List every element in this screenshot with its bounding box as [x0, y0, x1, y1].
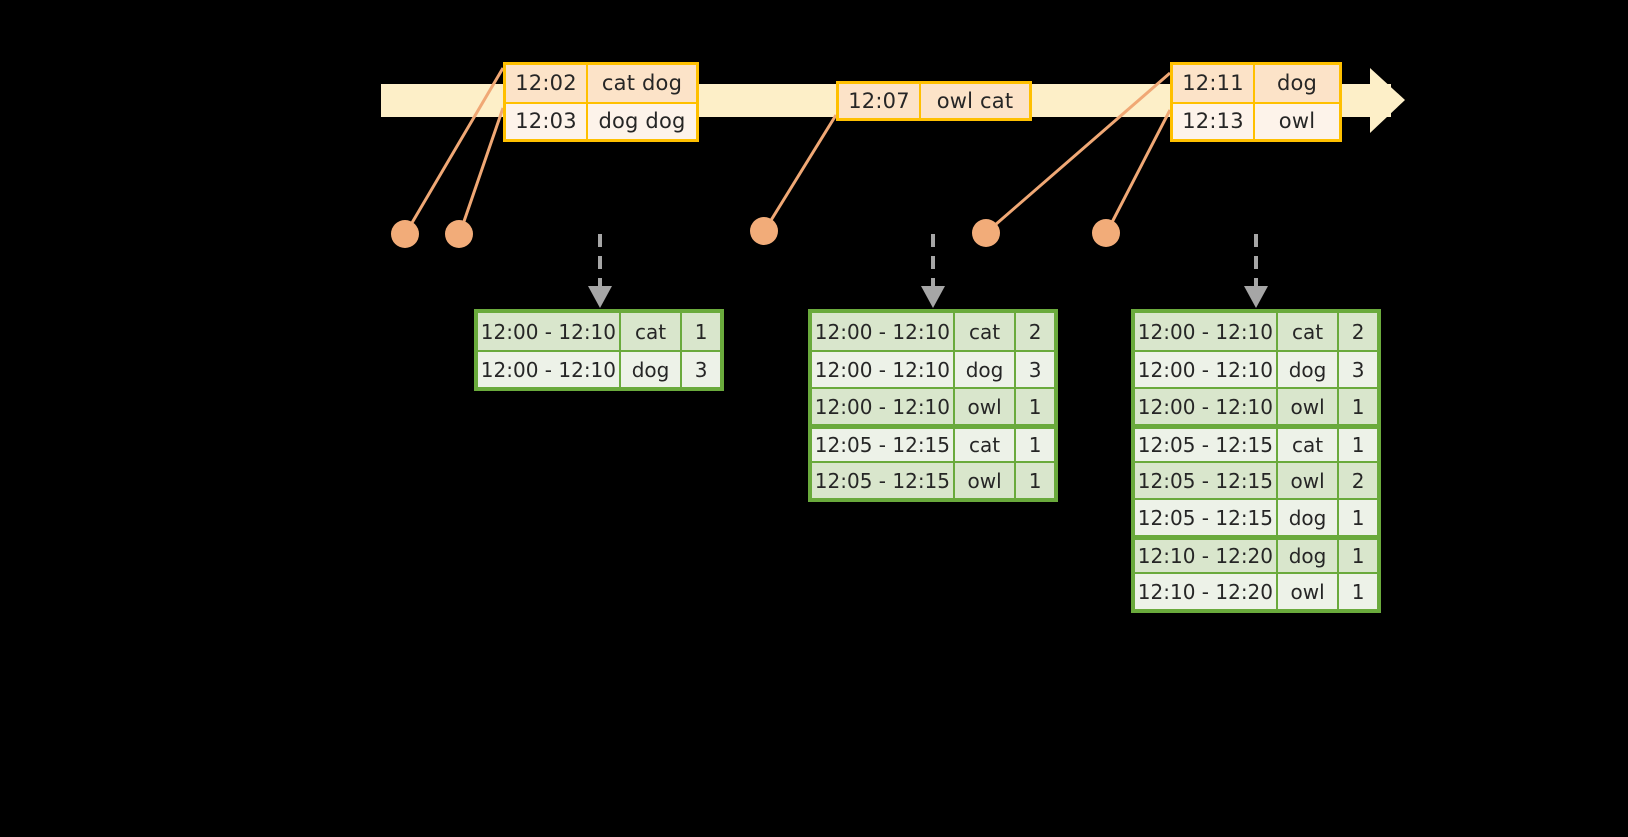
window-range-cell: 12:10 - 12:20 [1135, 574, 1278, 609]
count-cell: 1 [1339, 540, 1377, 572]
connector-dot-5 [1092, 219, 1120, 247]
connector-dot-4 [972, 219, 1000, 247]
event-words: dog dog [588, 103, 696, 139]
word-cell: dog [620, 352, 683, 387]
trigger-arrowheads [588, 286, 1268, 308]
word-cell: owl [954, 389, 1017, 424]
window-range-cell: 12:00 - 12:10 [1135, 352, 1278, 387]
event-time: 12:03 [506, 103, 588, 139]
window-range-cell: 12:00 - 12:10 [812, 313, 955, 350]
count-cell: 2 [1339, 313, 1377, 350]
event-time: 12:02 [506, 65, 588, 102]
count-cell: 2 [1339, 463, 1377, 498]
window-range-cell: 12:05 - 12:15 [1135, 500, 1278, 535]
word-cell: cat [1277, 429, 1340, 461]
count-cell: 1 [1339, 500, 1377, 535]
event-row[interactable]: 12:13 owl [1173, 101, 1339, 139]
event-time: 12:07 [839, 84, 921, 118]
trigger-arrows [598, 234, 1258, 288]
count-cell: 1 [1339, 429, 1377, 461]
word-cell: cat [954, 313, 1017, 350]
count-cell: 1 [1016, 429, 1054, 461]
event-row[interactable]: 12:03 dog dog [506, 101, 696, 139]
word-cell: dog [1277, 352, 1340, 387]
event-row[interactable]: 12:11 dog [1173, 65, 1339, 102]
word-cell: cat [954, 429, 1017, 461]
count-cell: 3 [682, 352, 720, 387]
count-cell: 3 [1339, 352, 1377, 387]
count-cell: 1 [1339, 389, 1377, 424]
window-range-cell: 12:00 - 12:10 [812, 389, 955, 424]
event-words: owl cat [921, 84, 1029, 118]
word-cell: cat [620, 313, 683, 350]
word-cell: dog [1277, 500, 1340, 535]
connector-dot-1 [391, 220, 419, 248]
word-cell: cat [1277, 313, 1340, 350]
connector-dot-3 [750, 217, 778, 245]
event-words: cat dog [588, 65, 696, 102]
word-cell: owl [1277, 574, 1340, 609]
window-range-cell: 12:05 - 12:15 [812, 463, 955, 498]
window-range-cell: 12:00 - 12:10 [812, 352, 955, 387]
window-range-cell: 12:05 - 12:15 [1135, 463, 1278, 498]
window-range-cell: 12:00 - 12:10 [478, 352, 621, 387]
connector-dots [391, 217, 1120, 248]
event-time: 12:11 [1173, 65, 1255, 102]
count-cell: 1 [1016, 389, 1054, 424]
window-range-cell: 12:05 - 12:15 [1135, 429, 1278, 461]
event-row[interactable]: 12:07 owl cat [839, 84, 1029, 118]
count-cell: 2 [1016, 313, 1054, 350]
count-cell: 1 [682, 313, 720, 350]
window-range-cell: 12:00 - 12:10 [1135, 389, 1278, 424]
window-range-cell: 12:10 - 12:20 [1135, 540, 1278, 572]
word-cell: owl [1277, 389, 1340, 424]
window-range-cell: 12:00 - 12:10 [478, 313, 621, 350]
event-row[interactable]: 12:02 cat dog [506, 65, 696, 102]
event-words: dog [1255, 65, 1339, 102]
word-cell: owl [954, 463, 1017, 498]
event-group-2[interactable]: 12:07 owl cat [836, 81, 1032, 121]
word-cell: dog [954, 352, 1017, 387]
word-cell: owl [1277, 463, 1340, 498]
event-group-1[interactable]: 12:02 cat dog 12:03 dog dog [503, 62, 699, 142]
window-range-cell: 12:00 - 12:10 [1135, 313, 1278, 350]
event-words: owl [1255, 103, 1339, 139]
word-cell: dog [1277, 540, 1340, 572]
event-group-3[interactable]: 12:11 dog 12:13 owl [1170, 62, 1342, 142]
event-time: 12:13 [1173, 103, 1255, 139]
connector-dot-2 [445, 220, 473, 248]
count-cell: 1 [1016, 463, 1054, 498]
window-range-cell: 12:05 - 12:15 [812, 429, 955, 461]
count-cell: 1 [1339, 574, 1377, 609]
count-cell: 3 [1016, 352, 1054, 387]
